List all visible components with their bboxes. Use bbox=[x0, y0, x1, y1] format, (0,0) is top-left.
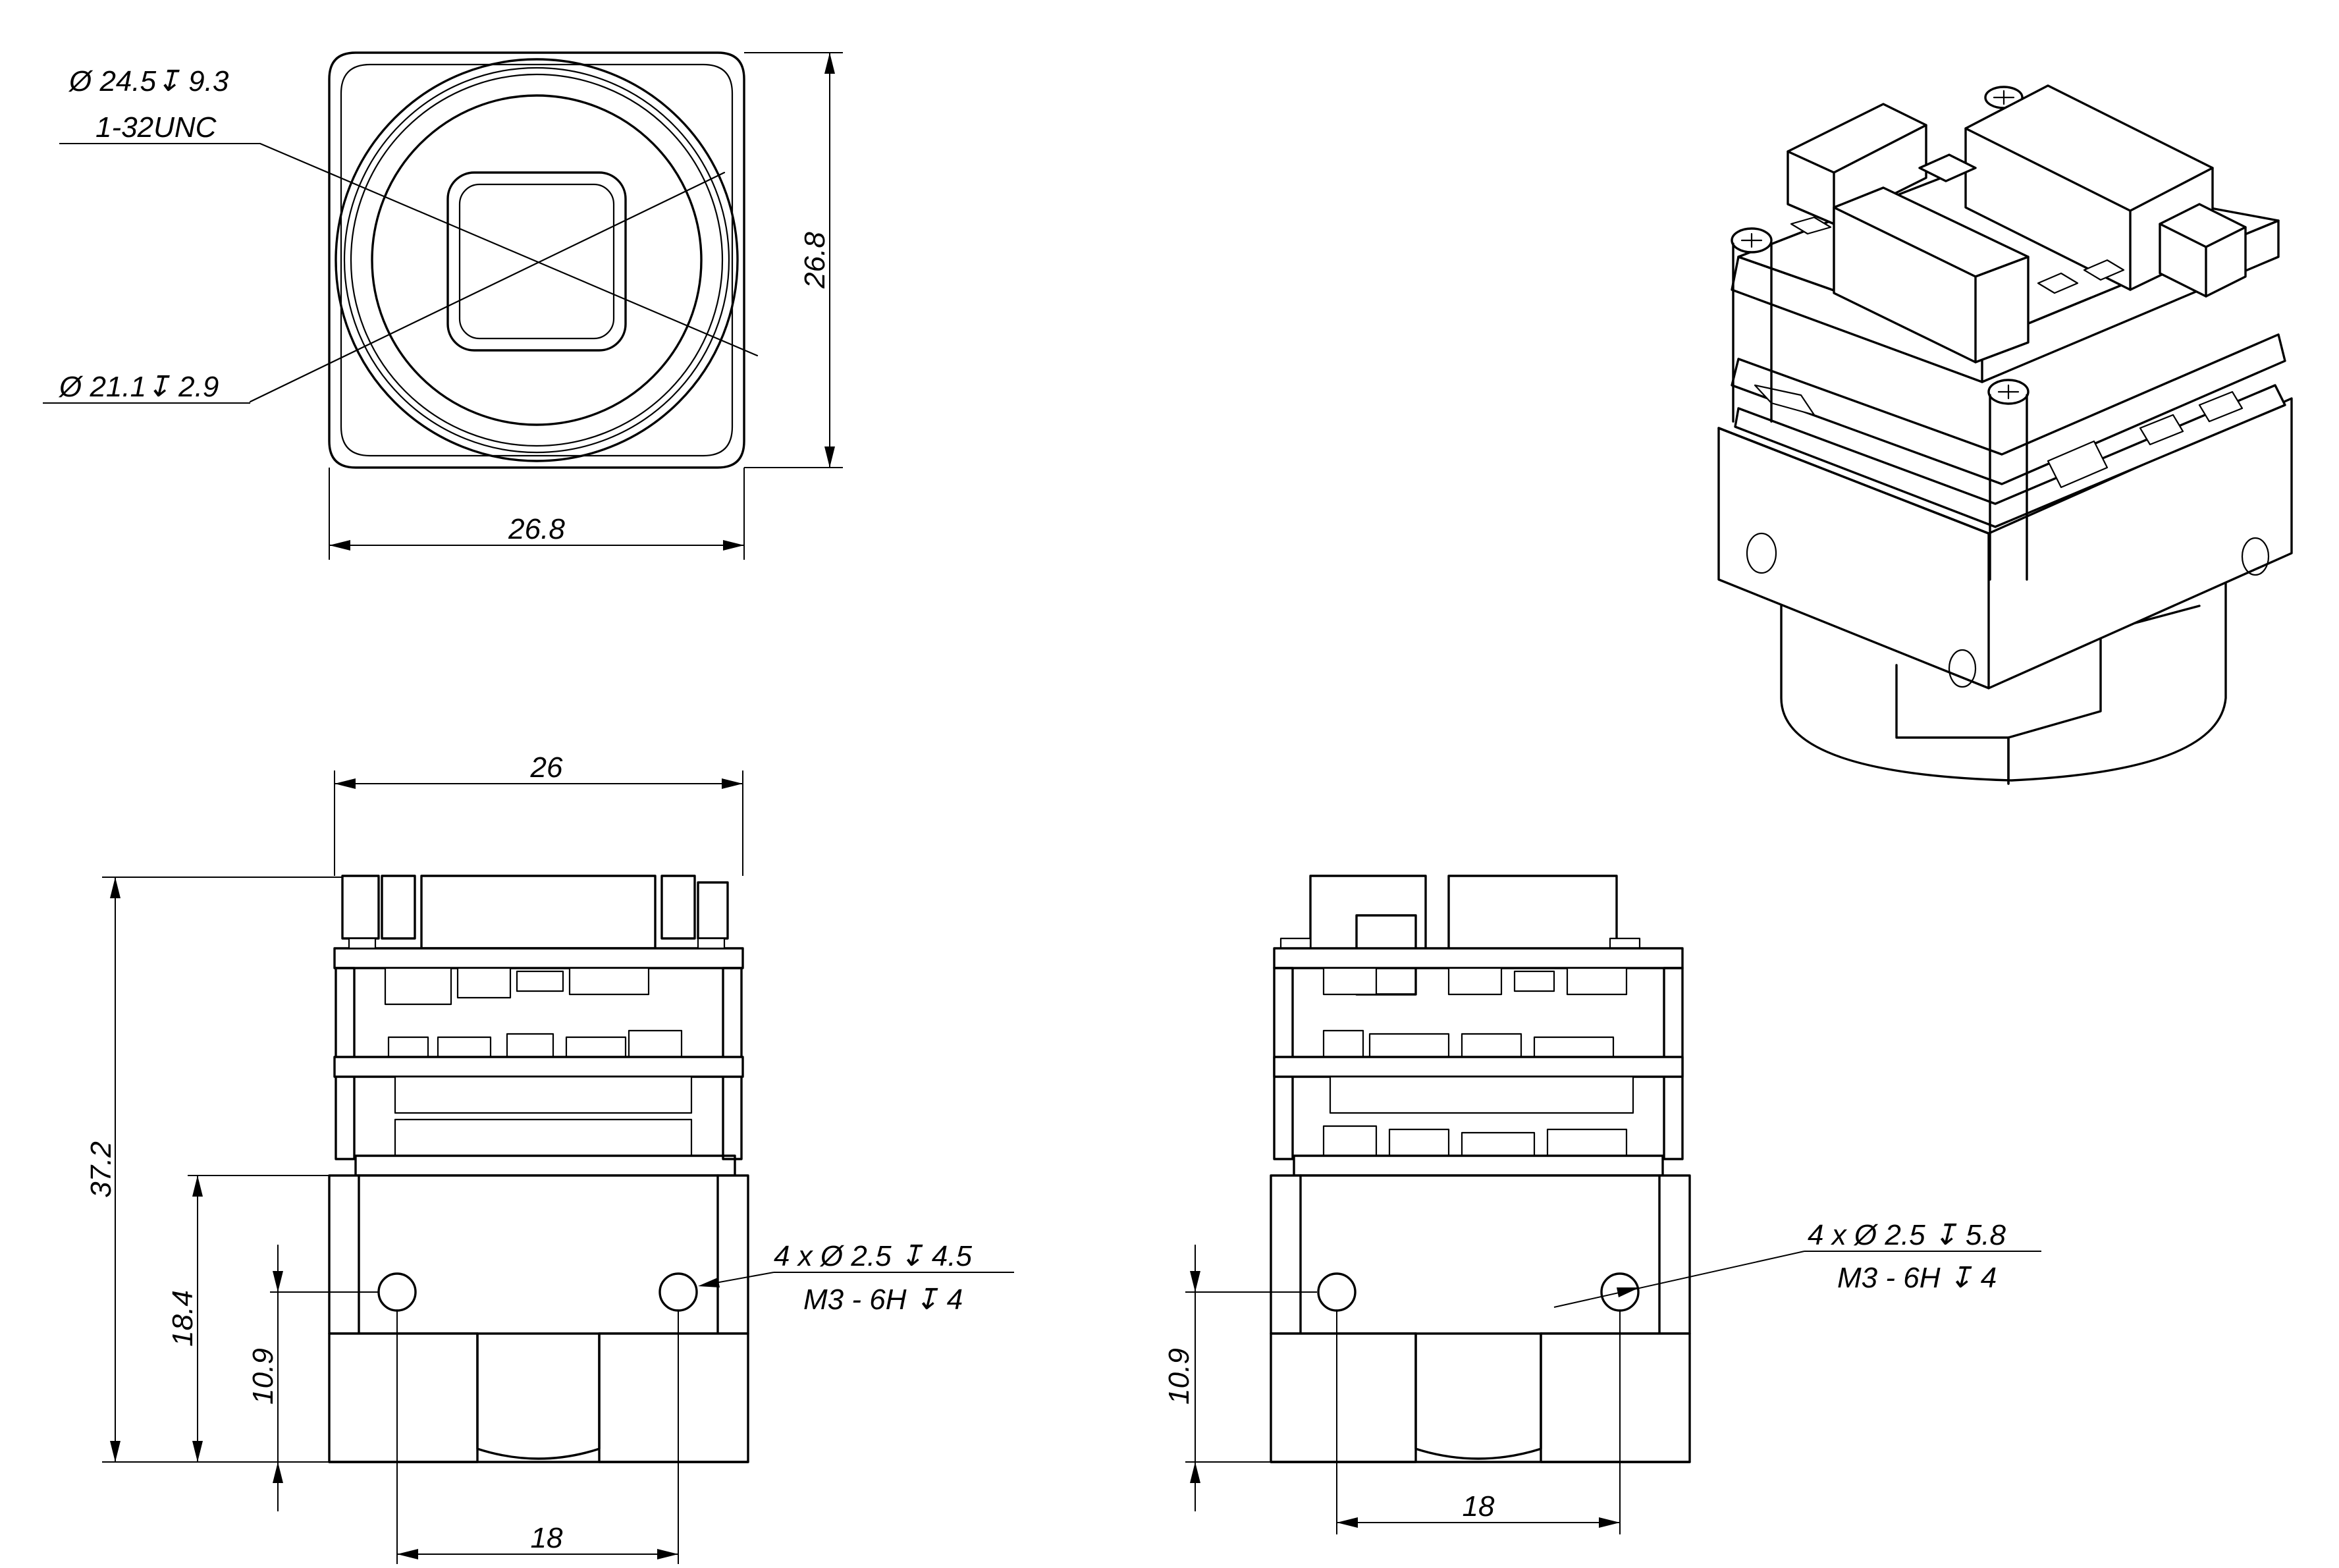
left-pcb-top bbox=[333, 947, 744, 969]
right-hole-spacing-label: 18 bbox=[1463, 1490, 1495, 1523]
front-callout-bottom: Ø 21.1↧ 2.9 bbox=[58, 371, 219, 403]
left-hole-callout-line1: 4 x Ø 2.5 ↧ 4.5 bbox=[774, 1240, 973, 1272]
left-height-total-label: 37.2 bbox=[85, 1141, 117, 1198]
isometric-view bbox=[1717, 84, 2293, 785]
left-height-base-dimension: 18.4 bbox=[167, 1175, 329, 1462]
right-hole-height-dimension: 10.9 bbox=[1163, 1245, 1317, 1511]
right-hole-spacing-dimension: 18 bbox=[1336, 1311, 1621, 1534]
left-mount-hole-1 bbox=[377, 1272, 417, 1312]
right-hole-height-label: 10.9 bbox=[1163, 1348, 1195, 1405]
front-view bbox=[249, 51, 759, 469]
lens-mount-ring bbox=[335, 58, 739, 462]
lens-inner-ring bbox=[371, 94, 703, 426]
left-mount-hole-2 bbox=[659, 1272, 698, 1312]
right-mount-hole-1 bbox=[1317, 1272, 1357, 1312]
front-width-label: 26.8 bbox=[508, 513, 565, 545]
left-hole-callout: 4 x Ø 2.5 ↧ 4.5 M3 - 6H ↧ 4 bbox=[698, 1240, 1014, 1316]
left-height-base-label: 18.4 bbox=[167, 1290, 199, 1347]
iso-pcb-middle bbox=[1731, 333, 2286, 485]
sensor-window bbox=[446, 171, 627, 352]
iso-screws bbox=[1731, 86, 2030, 581]
left-pcb-middle bbox=[333, 1056, 744, 1078]
front-height-label: 26.8 bbox=[799, 232, 831, 289]
right-hole-callout-line2: M3 - 6H ↧ 4 bbox=[1837, 1262, 1997, 1294]
left-hole-height-label: 10.9 bbox=[247, 1348, 279, 1405]
left-hole-height-dimension: 10.9 bbox=[247, 1245, 379, 1511]
side-view-left bbox=[328, 875, 749, 1463]
right-hole-callout-line1: 4 x Ø 2.5 ↧ 5.8 bbox=[1808, 1219, 2006, 1251]
front-width-dimension: 26.8 bbox=[329, 468, 745, 560]
front-callout-top-line1: Ø 24.5↧ 9.3 bbox=[68, 65, 229, 97]
right-pcb-top bbox=[1273, 947, 1684, 969]
right-hole-callout: 4 x Ø 2.5 ↧ 5.8 M3 - 6H ↧ 4 bbox=[1553, 1219, 2041, 1308]
front-housing-outline bbox=[328, 51, 745, 469]
left-hole-spacing-label: 18 bbox=[531, 1522, 563, 1554]
left-width-dimension: 26 bbox=[334, 751, 743, 876]
right-pcb-middle bbox=[1273, 1056, 1684, 1078]
left-hole-spacing-dimension: 18 bbox=[396, 1311, 679, 1564]
left-height-total-dimension: 37.2 bbox=[85, 877, 342, 1463]
front-callout-top-line2: 1-32UNC bbox=[95, 111, 217, 144]
left-width-label: 26 bbox=[530, 751, 563, 784]
left-hole-callout-line2: M3 - 6H ↧ 4 bbox=[803, 1284, 963, 1316]
front-callouts: Ø 24.5↧ 9.3 1-32UNC Ø 21.1↧ 2.9 bbox=[43, 65, 260, 404]
iso-components bbox=[1787, 84, 2247, 364]
side-view-right bbox=[1270, 875, 1691, 1463]
front-height-dimension: 26.8 bbox=[744, 52, 843, 468]
